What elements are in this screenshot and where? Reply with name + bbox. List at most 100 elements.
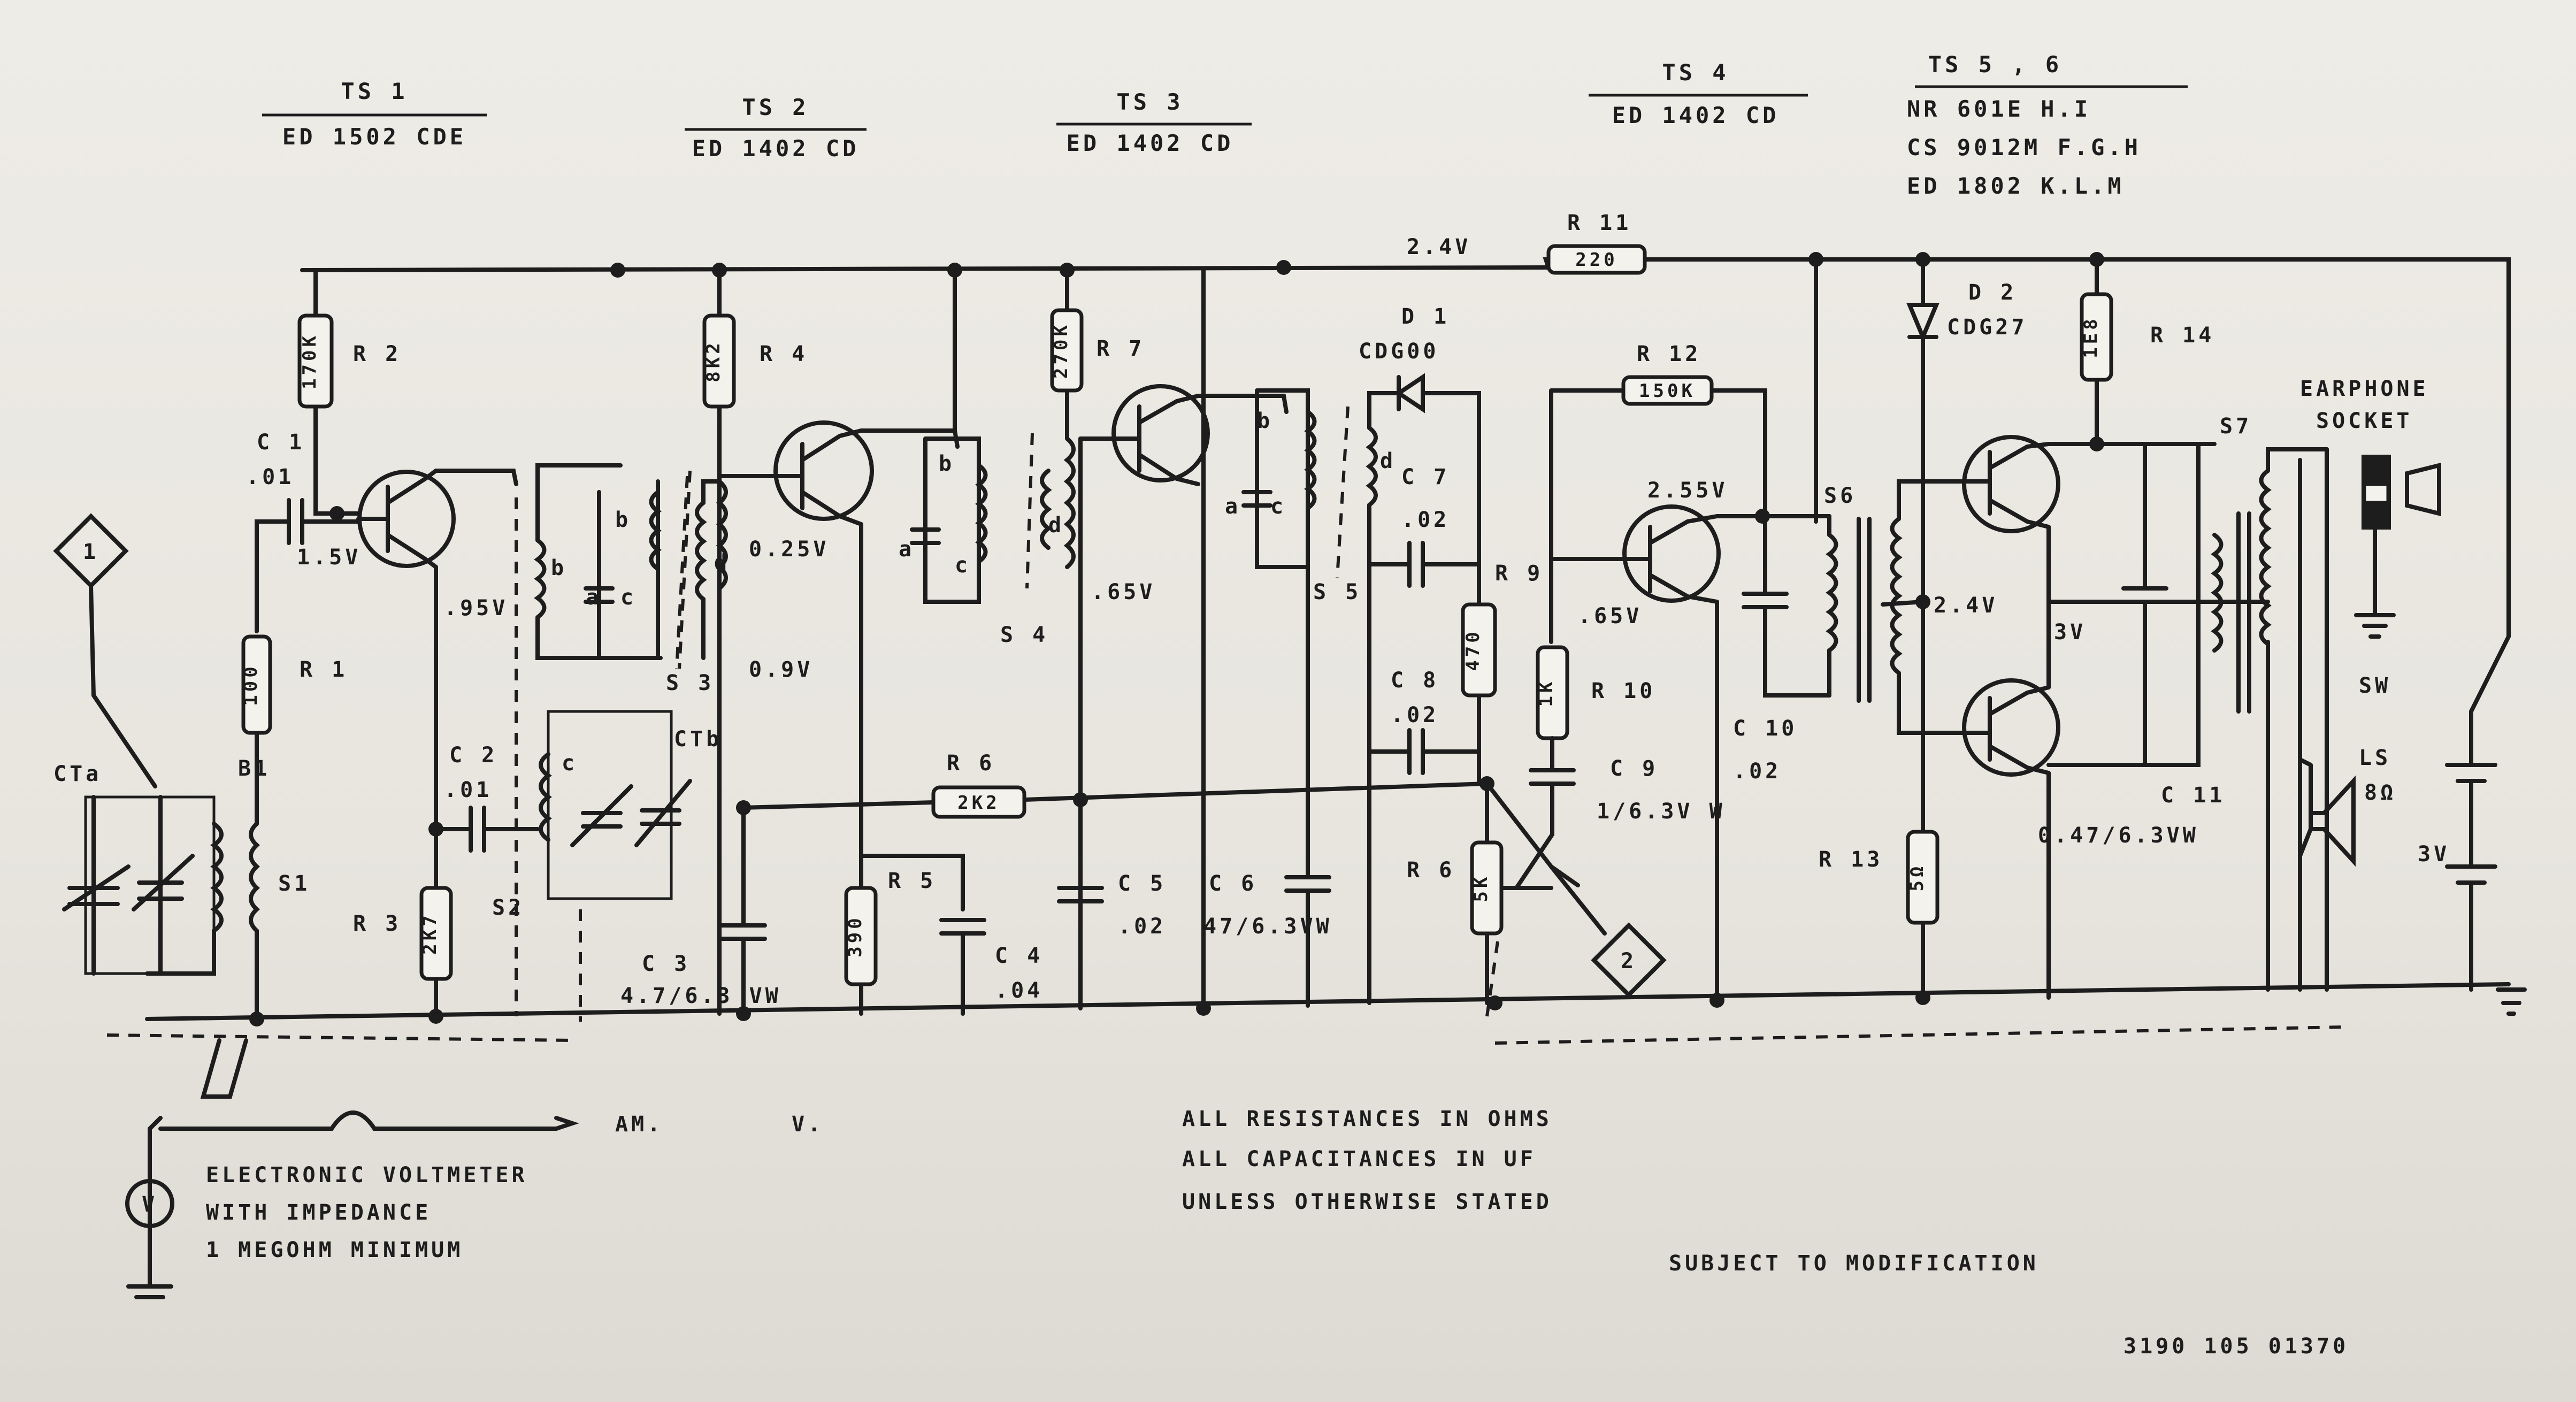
svg-text:V: V [142, 1192, 158, 1217]
svg-text:TS 2: TS 2 [742, 94, 809, 120]
resistor-r11: R 11 220 [1546, 211, 1647, 275]
svg-text:5K: 5K [1470, 874, 1492, 902]
svg-text:R 12: R 12 [1637, 342, 1701, 366]
driver-transformer-s6: S6 [1814, 257, 1981, 735]
svg-text:b: b [1257, 409, 1273, 433]
svg-text:.95V: .95V [444, 596, 508, 620]
resistor-r9: 470 R 9 [1461, 561, 1540, 698]
transistor-ts3: .65V [1078, 384, 1289, 1010]
svg-text:b: b [939, 451, 955, 476]
resistor-r3: 2K7 R 3 [353, 886, 453, 981]
svg-text:S2: S2 [492, 895, 524, 920]
svg-text:c: c [620, 585, 637, 610]
svg-text:c: c [955, 553, 971, 578]
svg-text:3V: 3V [2054, 620, 2086, 645]
svg-text:R 7: R 7 [1097, 336, 1145, 361]
svg-text:1K: 1K [1536, 679, 1557, 707]
svg-text:SW: SW [2359, 673, 2391, 698]
aerial-coil-b1: B1 S1 [145, 704, 307, 1021]
resistor-r5: 390 R 5 [844, 854, 965, 1016]
svg-text:2K2: 2K2 [957, 792, 1000, 814]
svg-text:B1: B1 [238, 756, 270, 781]
svg-text:C 3: C 3 [642, 952, 690, 976]
capacitor-c4: C 4 .04 [939, 918, 1043, 1016]
svg-text:170K: 170K [299, 333, 320, 389]
svg-text:.65V: .65V [1091, 580, 1155, 604]
svg-text:d: d [714, 550, 730, 575]
svg-text:R 6: R 6 [947, 751, 995, 776]
capacitor-c6: C 6 47/6.3VW [1203, 565, 1331, 1008]
svg-text:ED 1402 CD: ED 1402 CD [692, 135, 860, 162]
svg-text:R 6: R 6 [1407, 858, 1455, 883]
transformer-s4: d S 4 [1000, 436, 1076, 647]
capacitor-c7: C 7 .02 [1367, 465, 1481, 588]
svg-text:2: 2 [1621, 949, 1637, 974]
svg-text:ED 1802 K.L.M: ED 1802 K.L.M [1907, 173, 2125, 199]
resistor-r2: 170K R 2 [297, 268, 398, 516]
svg-text:2.4V: 2.4V [1934, 593, 1998, 618]
drawing-code: 3190 105 01370 [2123, 1334, 2349, 1359]
svg-text:ED 1402 CD: ED 1402 CD [1067, 130, 1234, 156]
header-ts4: TS 4 ED 1402 CD [1589, 59, 1808, 128]
svg-text:ED 1402 CD: ED 1402 CD [1612, 102, 1780, 128]
diode-d1: D 1 CDG00 [1359, 304, 1481, 786]
svg-text:TS 4: TS 4 [1662, 59, 1729, 86]
transistor-ts2: 0.25V 0.9V [717, 420, 960, 858]
earphone-socket: EARPHONE SOCKET [2298, 377, 2441, 992]
svg-text:.65V: .65V [1578, 604, 1642, 629]
junction-dots [249, 252, 2104, 1026]
svg-text:C 10: C 10 [1733, 716, 1797, 741]
capacitor-c1: C 1 .01 [246, 430, 361, 633]
svg-text:d: d [1380, 449, 1396, 473]
header-ts3: TS 3 ED 1402 CD [1056, 89, 1252, 156]
svg-text:8Ω: 8Ω [2364, 780, 2396, 805]
svg-text:S6: S6 [1824, 484, 1856, 508]
svg-text:ALL CAPACITANCES IN UF: ALL CAPACITANCES IN UF [1182, 1147, 1536, 1171]
svg-text:EARPHONE: EARPHONE [2300, 377, 2429, 401]
svg-text:C 7: C 7 [1401, 465, 1450, 489]
svg-text:R 1: R 1 [300, 657, 348, 682]
dashed-test-lead [106, 1025, 2343, 1045]
svg-text:2K7: 2K7 [419, 912, 441, 954]
svg-text:C 8: C 8 [1391, 668, 1439, 693]
svg-text:390: 390 [845, 915, 866, 957]
loudspeaker: LS 8Ω [2298, 746, 2396, 867]
svg-text:S7: S7 [2220, 414, 2252, 439]
svg-text:b: b [615, 508, 631, 532]
svg-text:a: a [1225, 494, 1241, 519]
test-lead-connector [200, 1038, 248, 1099]
resistor-r13: 5Ω R 13 [1819, 600, 1939, 1000]
svg-text:.04: .04 [995, 978, 1043, 1003]
svg-text:NR 601E H.I: NR 601E H.I [1907, 96, 2091, 122]
diode-d2: D 2 CDG27 [1906, 257, 2024, 604]
svg-text:SOCKET: SOCKET [2316, 409, 2413, 433]
svg-text:C 2: C 2 [449, 743, 497, 768]
svg-text:d: d [1048, 513, 1064, 538]
svg-text:1: 1 [83, 540, 99, 564]
resistor-r14: 1E8 R 14 [2080, 257, 2214, 446]
ground-rail [145, 982, 2511, 1021]
svg-text:R 3: R 3 [353, 911, 401, 936]
header-ts2: TS 2 ED 1402 CD [685, 94, 867, 162]
capacitor-c11: C 11 0.47/6.3VW [2038, 442, 2222, 848]
svg-text:TS 1: TS 1 [341, 78, 408, 104]
svg-text:C 9: C 9 [1610, 756, 1658, 781]
supply-rail: 2.4V [300, 235, 2511, 639]
svg-text:CDG00: CDG00 [1359, 339, 1439, 364]
svg-text:a: a [586, 585, 602, 610]
svg-text:R 5: R 5 [888, 869, 936, 893]
svg-text:4.7/6.3 VW: 4.7/6.3 VW [620, 984, 781, 1008]
svg-text:R 10: R 10 [1591, 679, 1655, 703]
svg-text:S 3: S 3 [666, 671, 714, 695]
svg-text:ALL RESISTANCES IN OHMS: ALL RESISTANCES IN OHMS [1182, 1107, 1552, 1131]
svg-text:220: 220 [1575, 249, 1617, 271]
svg-text:D 1: D 1 [1401, 304, 1450, 329]
header-ts1: TS 1 ED 1502 CDE [262, 78, 487, 150]
svg-text:R 14: R 14 [2150, 323, 2214, 348]
svg-text:WITH IMPEDANCE: WITH IMPEDANCE [206, 1200, 431, 1225]
transistor-ts6: 3V [1962, 600, 2086, 1000]
svg-text:C 6: C 6 [1209, 871, 1257, 896]
if-coil-1: b a c [899, 268, 1034, 604]
svg-text:C 5: C 5 [1118, 871, 1166, 896]
svg-text:LS: LS [2359, 746, 2391, 770]
